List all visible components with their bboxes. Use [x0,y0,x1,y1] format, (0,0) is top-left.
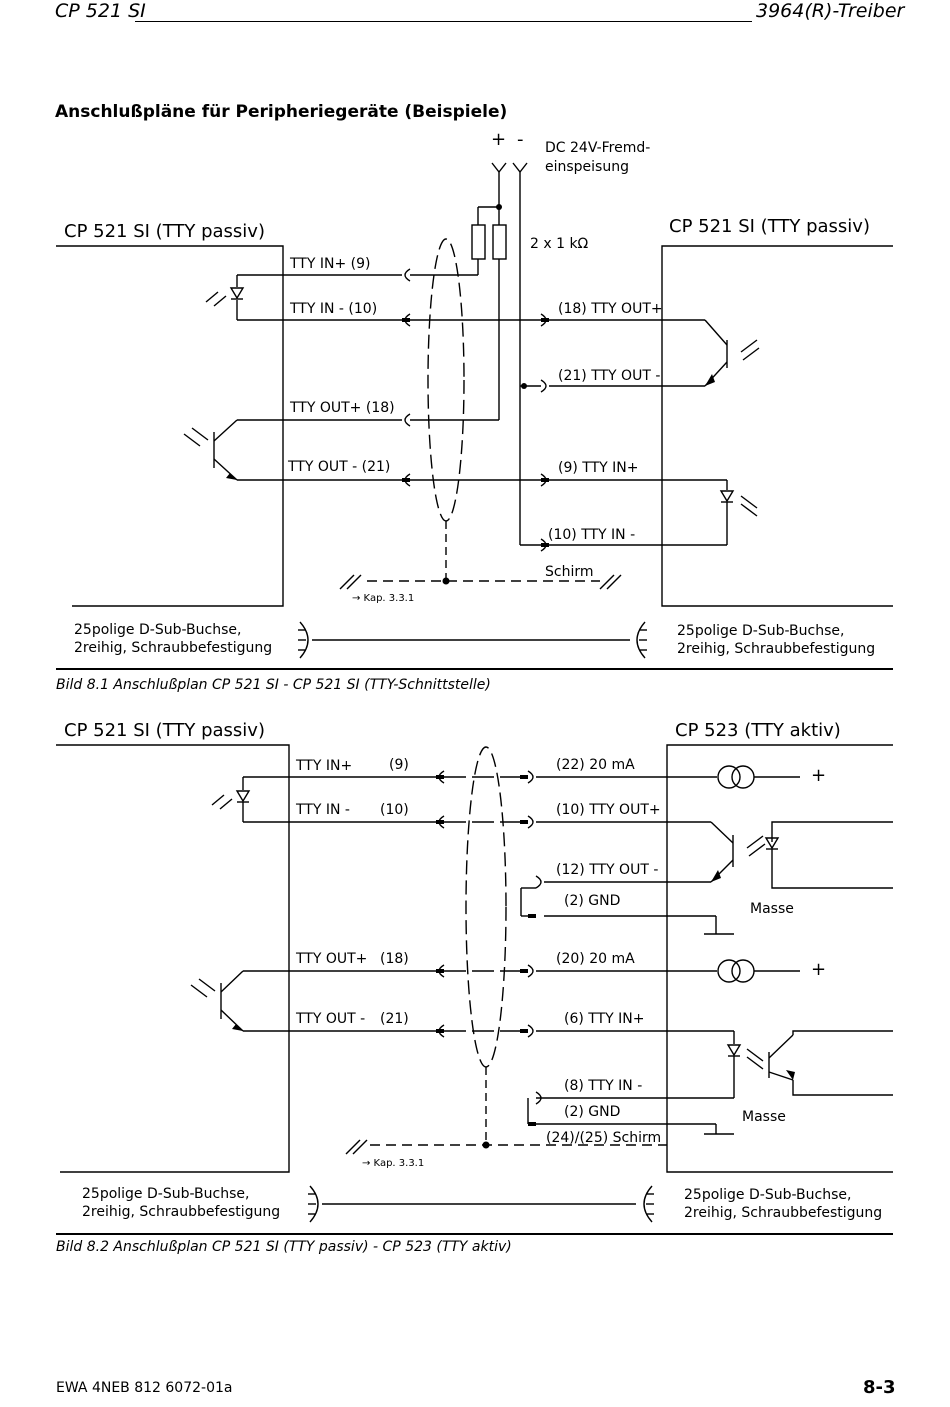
right-device-box [661,245,893,607]
pin-number: (9) [389,757,409,773]
header-right: 3964(R)-Treiber [756,0,905,22]
footer-doc-id: EWA 4NEB 812 6072-01a [56,1380,233,1396]
dsub-right-symbol [636,621,646,659]
shield-label: Schirm [545,564,594,580]
fig1-left-device: CP 521 SI (TTY passiv) [64,221,265,242]
ground-label: Masse [750,901,794,917]
connector-right-line2: 2reihig, Schraubbefestigung [684,1205,883,1221]
pin-number: (18) [380,951,409,967]
pin-label: TTY IN - (10) [290,301,378,317]
fig1-right-device: CP 521 SI (TTY passiv) [669,216,870,237]
diagram-2 [56,744,893,1223]
pin-number: (10) [380,802,409,818]
resistor-label: 2 x 1 kΩ [530,236,589,252]
pin-label: (10) TTY OUT+ [556,802,661,818]
header-left: CP 521 SI [55,0,146,22]
pin-label: (24)/(25) Schirm [546,1130,662,1146]
page-number: 8-3 [863,1377,896,1398]
pin-number: (21) [380,1011,409,1027]
pin-label: (12) TTY OUT - [556,862,659,878]
pin-label: (18) TTY OUT+ [558,301,663,317]
pin-label: (2) GND [564,893,621,909]
pin-name: TTY OUT - [296,1011,366,1027]
dsub-left-symbol [299,621,309,659]
fig1-bottom-rule [56,668,893,670]
pin-label: (6) TTY IN+ [564,1011,645,1027]
pin-label: (20) 20 mA [556,951,635,967]
connector-right-line1: 25polige D-Sub-Buchse, [684,1187,852,1203]
pin-label: (9) TTY IN+ [558,460,639,476]
connector-left-line2: 2reihig, Schraubbefestigung [74,640,273,656]
pin-label: TTY OUT - (21) [288,459,391,475]
right-device-box-2 [666,744,893,1173]
fig2-right-device: CP 523 (TTY aktiv) [675,720,841,741]
plus-sign: + [811,765,827,786]
resistor-2 [492,224,507,260]
supply-plus: + [491,129,507,150]
connector-right-line2: 2reihig, Schraubbefestigung [677,641,876,657]
supply-minus-connector [512,162,528,174]
pin-name: TTY IN - [296,802,350,818]
connector-left-line1: 25polige D-Sub-Buchse, [82,1186,250,1202]
left-device-box [56,245,284,607]
ground-label: Masse [742,1109,786,1125]
pin-label: TTY IN+ (9) [290,256,371,272]
fig1-caption: Bild 8.1 Anschlußplan CP 521 SI - CP 521… [56,677,491,693]
resistor-1 [471,224,486,260]
pin-label: (2) GND [564,1104,621,1120]
pin-label: (8) TTY IN - [564,1078,643,1094]
pin-name: TTY OUT+ [296,951,368,967]
pin-label: (22) 20 mA [556,757,635,773]
pin-name: TTY IN+ [296,758,353,774]
fig2-caption: Bild 8.2 Anschlußplan CP 521 SI (TTY pas… [56,1239,512,1255]
chapter-ref: → Kap. 3.3.1 [362,1158,425,1169]
supply-label-2: einspeisung [545,159,629,175]
connector-right-line1: 25polige D-Sub-Buchse, [677,623,845,639]
section-title: Anschlußpläne für Peripheriegeräte (Beis… [55,102,508,122]
supply-plus-connector [491,162,507,174]
plus-sign: + [811,959,827,980]
diagram-1 [56,162,893,659]
supply-minus: - [517,129,524,150]
supply-label-1: DC 24V-Fremd- [545,140,651,156]
header-rule [135,21,752,22]
pin-label: (10) TTY IN - [548,527,636,543]
pin-label: TTY OUT+ (18) [290,400,395,416]
connector-left-line1: 25polige D-Sub-Buchse, [74,622,242,638]
chapter-ref: → Kap. 3.3.1 [352,593,415,604]
pin-label: (21) TTY OUT - [558,368,661,384]
fig2-bottom-rule [56,1233,893,1235]
left-device-box-2 [56,744,290,1173]
fig2-left-device: CP 521 SI (TTY passiv) [64,720,265,741]
connector-left-line2: 2reihig, Schraubbefestigung [82,1204,281,1220]
